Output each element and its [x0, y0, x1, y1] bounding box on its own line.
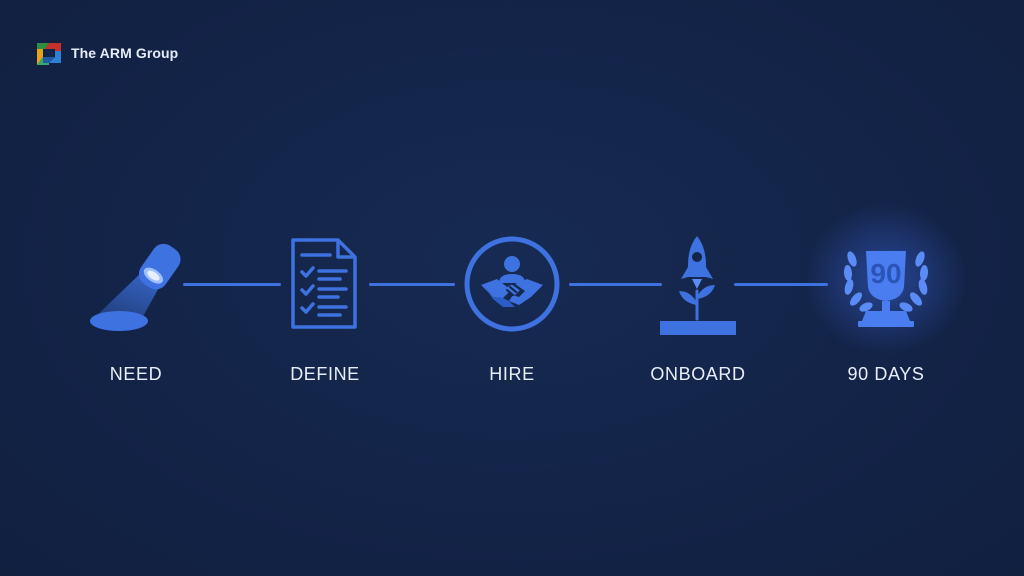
arm-group-logo-icon	[37, 43, 61, 65]
step-label-define: DEFINE	[290, 364, 360, 384]
rocket-sprout-icon	[660, 236, 736, 335]
brand-name: The ARM Group	[71, 45, 179, 61]
trophy-badge-text: 90	[870, 258, 901, 289]
connector-need-define	[183, 283, 281, 286]
spotlight-icon	[90, 243, 181, 331]
connector-hire-onboard	[569, 283, 662, 286]
connector-define-hire	[369, 283, 455, 286]
laurel-trophy-icon: 90	[843, 251, 929, 327]
step-label-90-days: 90 DAYS	[847, 364, 925, 384]
brand: The ARM Group	[35, 39, 178, 67]
handshake-icon	[464, 236, 560, 332]
step-label-onboard: ONBOARD	[650, 364, 746, 384]
connector-onboard-90days	[734, 283, 828, 286]
checklist-document-icon	[291, 238, 357, 329]
step-label-hire: HIRE	[489, 364, 535, 384]
step-label-need: NEED	[109, 364, 163, 384]
